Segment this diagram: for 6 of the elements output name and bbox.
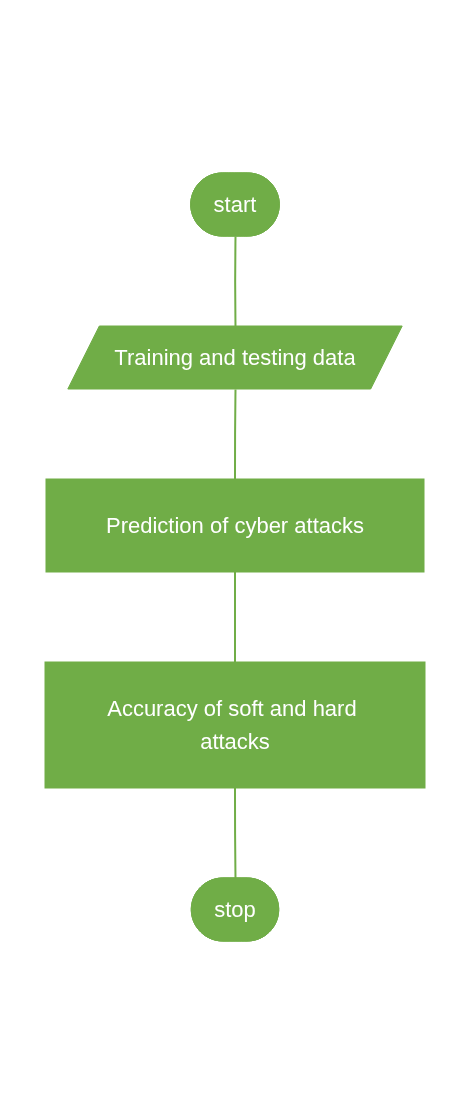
connector [234, 570, 236, 663]
node-box: Accuracy of soft and hard attacks [44, 661, 426, 788]
connector [234, 388, 237, 480]
connector [234, 235, 237, 327]
connector [234, 786, 237, 879]
node-box: Prediction of cyber attacks [45, 478, 425, 572]
